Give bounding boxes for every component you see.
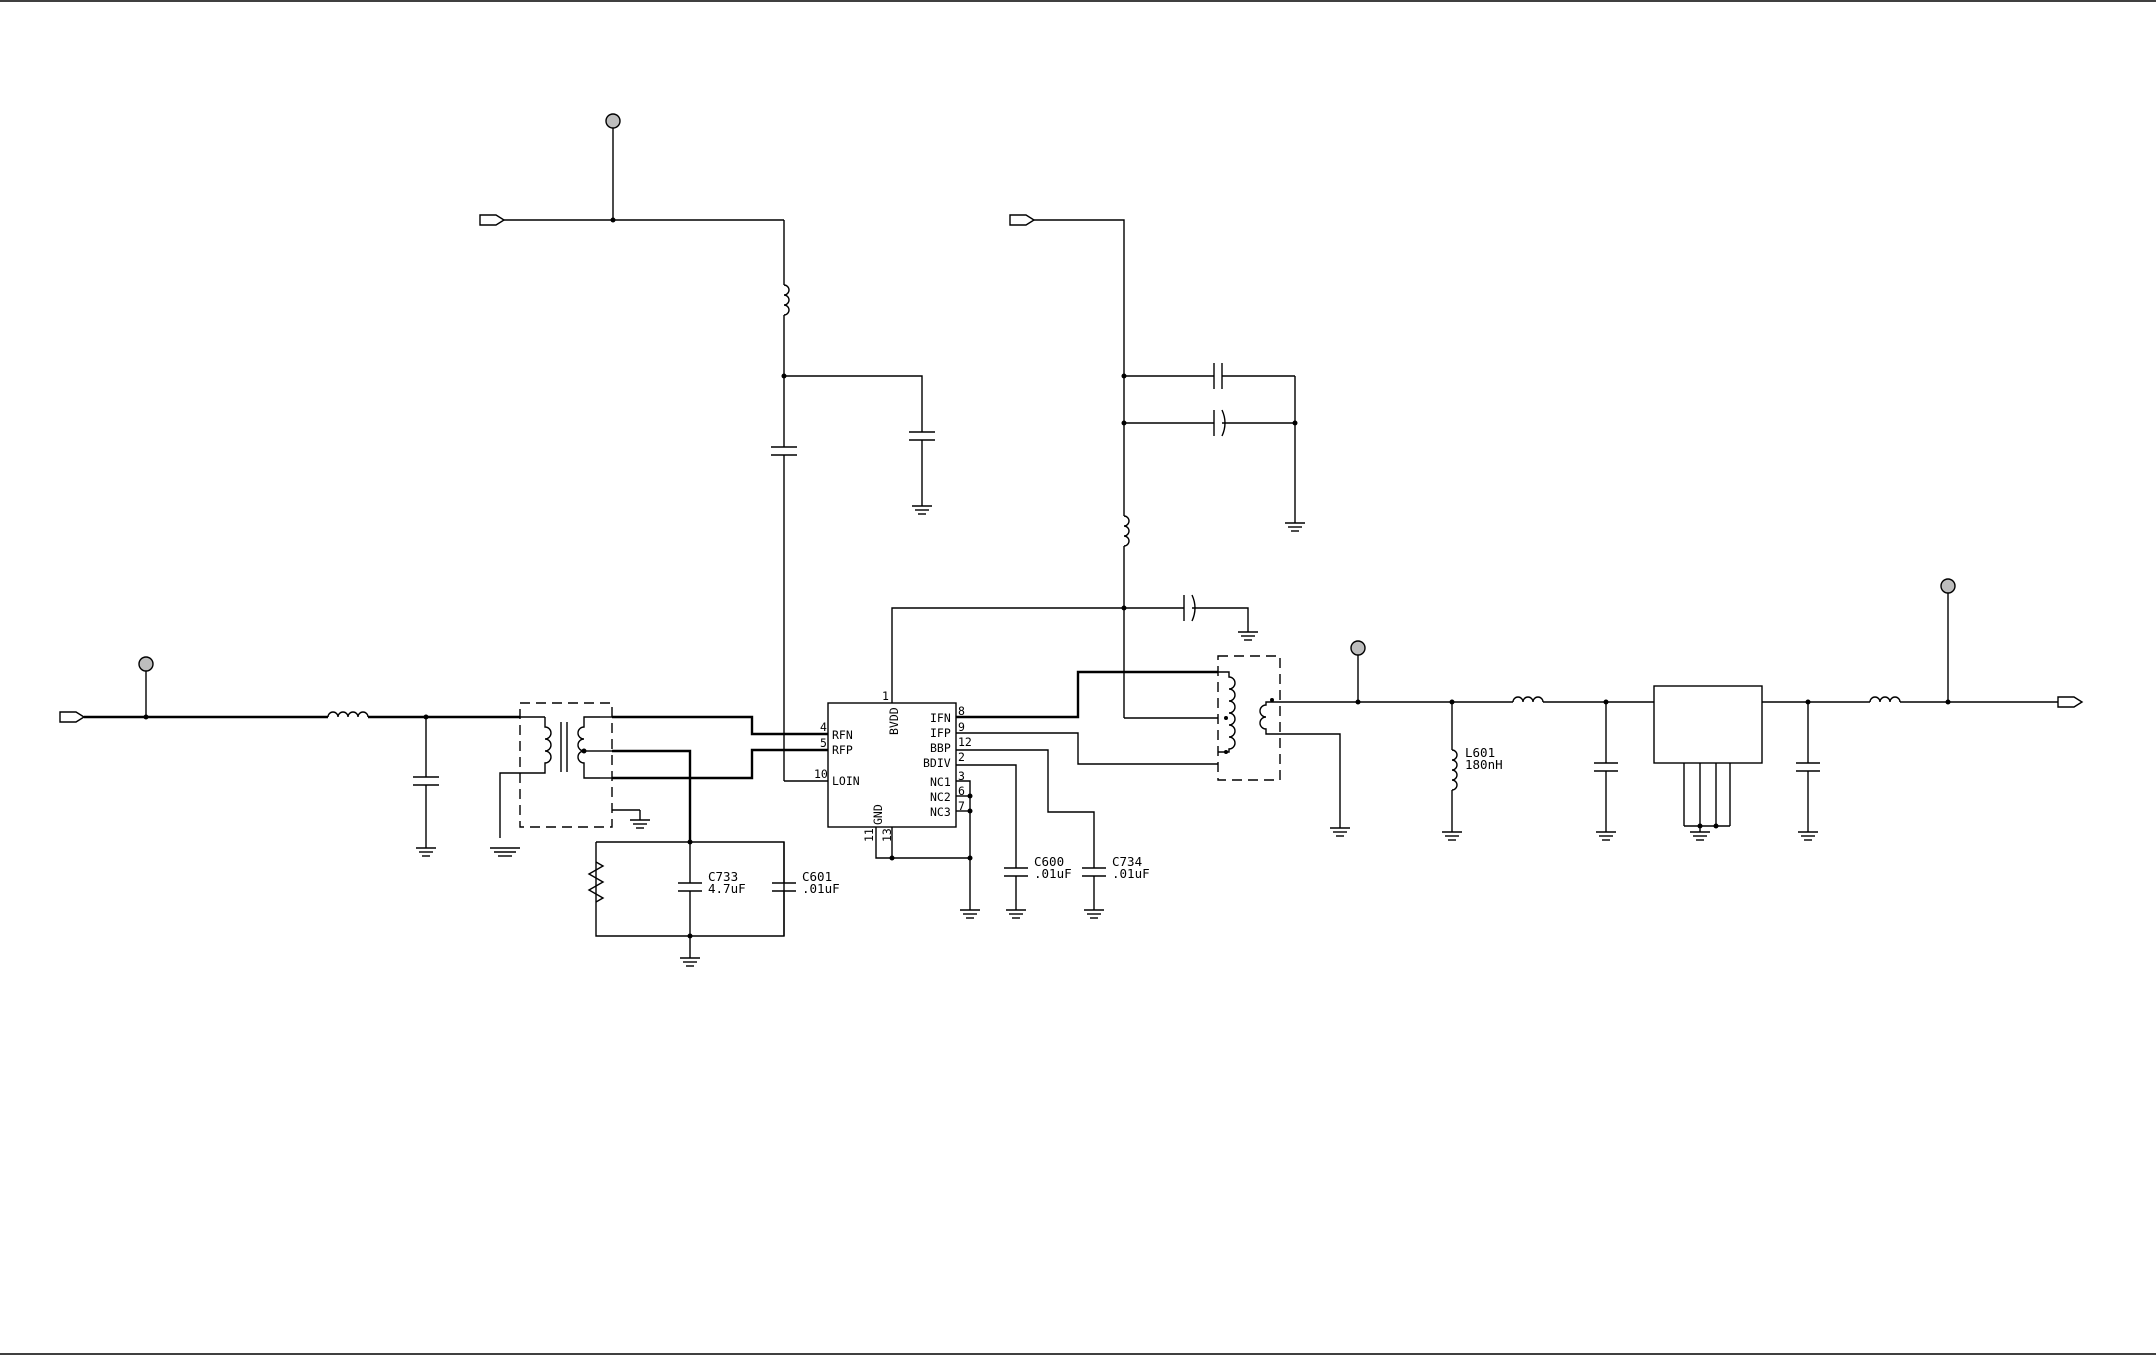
pin-bbp-label: BBP xyxy=(930,741,951,755)
pin-nc3-label: NC3 xyxy=(930,805,951,819)
ground-symbol xyxy=(912,505,932,515)
ground-symbol xyxy=(490,847,520,857)
c734-ref: C734 xyxy=(1112,854,1142,869)
svg-text:9: 9 xyxy=(958,720,965,734)
c734-value: .01uF xyxy=(1112,866,1150,881)
svg-text:13: 13 xyxy=(880,828,894,842)
svg-text:11: 11 xyxy=(862,828,876,842)
lo-test-point[interactable] xyxy=(605,113,621,129)
ground-symbol xyxy=(1596,831,1616,841)
c734-capacitor: C734 .01uF xyxy=(956,749,1150,919)
svg-text:8: 8 xyxy=(958,704,965,718)
l601-value: 180nH xyxy=(1465,757,1503,772)
rf-series-inductor xyxy=(327,711,369,718)
c733-value: 4.7uF xyxy=(708,881,746,896)
pin-loin-label: LOIN xyxy=(832,774,860,788)
rf-input-chain xyxy=(59,656,520,857)
svg-text:2: 2 xyxy=(958,750,965,764)
pin-bdiv-label: BDIV xyxy=(923,756,951,770)
if-test-point-2[interactable] xyxy=(1940,578,1956,594)
mixer-ic: RFN RFP LOIN BVDD GND IFN IFP BBP BDIV N… xyxy=(814,689,972,842)
ground-symbol xyxy=(680,957,700,967)
ifp-trace xyxy=(956,732,1218,765)
svg-text:5: 5 xyxy=(820,736,827,750)
svg-text:1: 1 xyxy=(882,689,889,703)
ground-symbol xyxy=(1798,831,1818,841)
ground-symbol xyxy=(1006,909,1026,919)
c600-ref: C600 xyxy=(1034,854,1064,869)
pin-nc1-label: NC1 xyxy=(930,775,951,789)
svg-text:3: 3 xyxy=(958,769,965,783)
l601-ref: L601 xyxy=(1465,745,1495,760)
pin-nc2-label: NC2 xyxy=(930,790,951,804)
supply-network xyxy=(891,214,1305,719)
bias-resistor xyxy=(587,861,605,903)
c601-ref: C601 xyxy=(802,869,832,884)
svg-text:7: 7 xyxy=(958,799,965,813)
ifn-trace xyxy=(956,670,1218,719)
ground-symbol xyxy=(416,847,436,857)
if-test-point-1[interactable] xyxy=(1350,640,1366,656)
ground-symbol xyxy=(1442,831,1462,841)
rf-shunt-capacitor xyxy=(413,717,439,857)
rf-input-test-point[interactable] xyxy=(138,656,154,672)
output-balun-transformer xyxy=(1217,655,1350,837)
svg-text:12: 12 xyxy=(958,735,972,749)
center-tap-trace xyxy=(612,749,692,842)
ground-symbol xyxy=(630,819,650,829)
if-output-chain: L601 180nH xyxy=(1318,578,2084,841)
pin-bvdd-label: BVDD xyxy=(887,707,901,735)
input-balun-transformer xyxy=(490,702,650,857)
svg-text:4: 4 xyxy=(820,720,827,734)
pin-rfn-label: RFN xyxy=(832,728,853,742)
ground-symbol xyxy=(1084,909,1104,919)
svg-text:6: 6 xyxy=(958,784,965,798)
ground-symbol xyxy=(1238,631,1258,641)
supply-input-port[interactable] xyxy=(1009,214,1036,226)
pin-ifp-label: IFP xyxy=(930,726,951,740)
if-series-inductor-1 xyxy=(1512,696,1544,703)
rf-input-port[interactable] xyxy=(59,711,86,723)
if-filter-module xyxy=(1653,685,1763,841)
if-series-inductor-2 xyxy=(1869,696,1901,703)
ground-symbol xyxy=(1690,831,1710,841)
ground-symbol xyxy=(1285,522,1305,532)
pin-rfp-label: RFP xyxy=(832,743,853,757)
lo-input-port[interactable] xyxy=(479,214,506,226)
c600-value: .01uF xyxy=(1034,866,1072,881)
l601-inductor: L601 180nH xyxy=(1442,702,1503,841)
c600-capacitor: C600 .01uF xyxy=(956,764,1072,919)
if-output-port[interactable] xyxy=(2057,696,2084,708)
lo-series-inductor xyxy=(783,284,790,316)
pin-ifn-label: IFN xyxy=(930,711,951,725)
c733-ref: C733 xyxy=(708,869,738,884)
c601-value: .01uF xyxy=(802,881,840,896)
center-tap-network: C733 4.7uF C601 .01uF xyxy=(587,841,840,967)
rfn-trace xyxy=(612,715,828,736)
pin-gnd-label: GND xyxy=(871,804,885,825)
lo-input-network xyxy=(479,113,935,782)
ground-symbol xyxy=(1330,827,1350,837)
supply-choke-inductor xyxy=(1123,515,1130,547)
svg-text:10: 10 xyxy=(814,767,828,781)
ground-symbol xyxy=(960,909,980,919)
rfp-trace xyxy=(612,748,828,780)
